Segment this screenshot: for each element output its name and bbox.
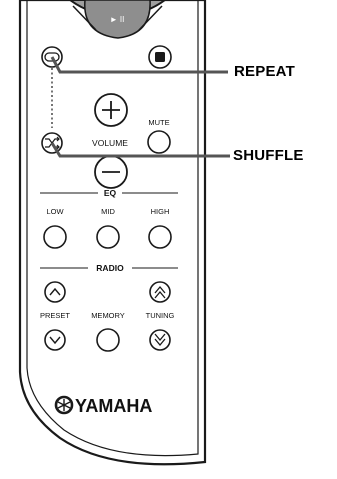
chevron-down-icon	[49, 336, 61, 345]
brand-name: YAMAHA	[75, 396, 152, 416]
volume-up-button[interactable]	[94, 93, 128, 127]
stop-icon	[155, 52, 165, 62]
double-chevron-down-icon	[154, 333, 166, 347]
radio-label: RADIO	[96, 263, 124, 273]
dpad: ► II	[68, 0, 167, 39]
eq-high-label: HIGH	[151, 207, 170, 216]
eq-high-button[interactable]	[148, 225, 172, 249]
repeat-icon	[44, 52, 60, 62]
shuffle-callout: SHUFFLE	[233, 147, 304, 164]
tuning-label: TUNING	[146, 311, 175, 320]
dpad-center-button[interactable]	[84, 0, 151, 39]
stop-button[interactable]	[148, 45, 172, 69]
memory-label: MEMORY	[91, 311, 125, 320]
volume-down-button[interactable]	[94, 155, 128, 189]
shuffle-leader-line	[50, 142, 230, 158]
eq-mid-label: MID	[101, 207, 115, 216]
eq-label: EQ	[104, 188, 117, 198]
mute-label: MUTE	[148, 118, 169, 127]
memory-button[interactable]	[96, 328, 120, 352]
double-chevron-up-icon	[154, 285, 166, 299]
eq-low-button[interactable]	[43, 225, 67, 249]
play-pause-label: ► II	[110, 15, 125, 24]
tuning-up-button[interactable]	[149, 281, 171, 303]
volume-label: VOLUME	[92, 138, 128, 148]
chevron-up-icon	[49, 287, 61, 296]
preset-label: PRESET	[40, 311, 70, 320]
repeat-leader-line	[50, 56, 228, 74]
yamaha-logo: YAMAHA	[54, 395, 152, 416]
mute-button[interactable]	[147, 130, 171, 154]
preset-up-button[interactable]	[44, 281, 66, 303]
eq-mid-button[interactable]	[96, 225, 120, 249]
eq-low-label: LOW	[46, 207, 64, 216]
remote-body-inner	[26, 0, 199, 457]
repeat-callout: REPEAT	[234, 63, 295, 80]
preset-down-button[interactable]	[44, 329, 66, 351]
tuning-down-button[interactable]	[149, 329, 171, 351]
plus-icon	[102, 101, 120, 119]
